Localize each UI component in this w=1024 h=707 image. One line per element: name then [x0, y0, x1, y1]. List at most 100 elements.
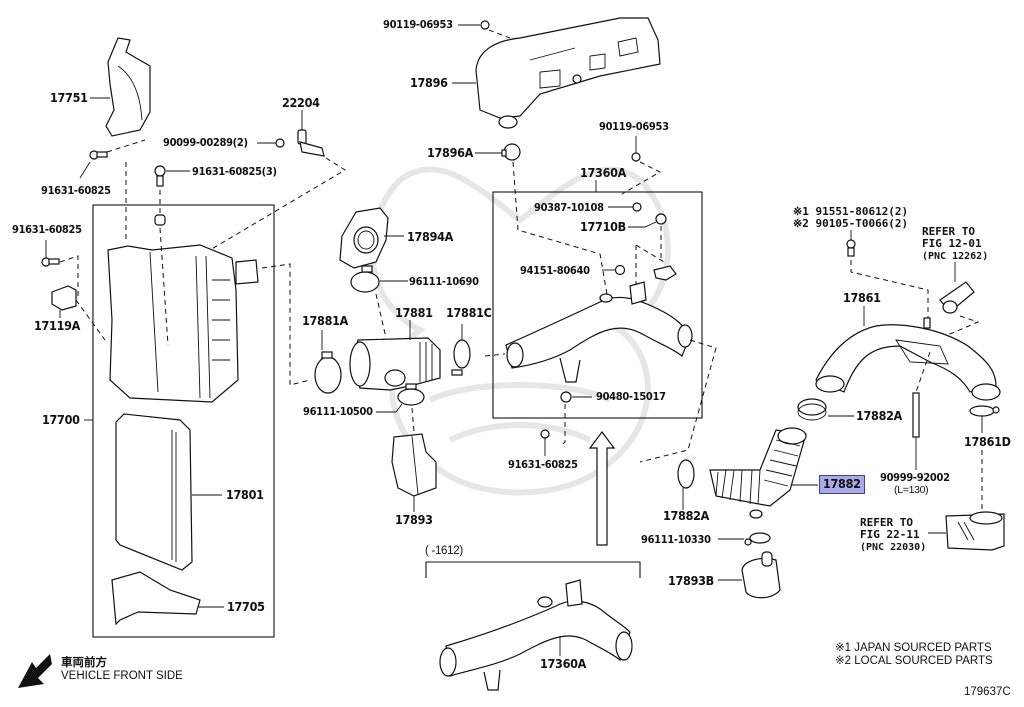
arrow-down-left-icon: [18, 654, 52, 688]
part-17801-filter-element[interactable]: [115, 413, 193, 571]
bolt-90119-06953-b[interactable]: [631, 152, 641, 162]
label-17360A-bottom[interactable]: 17360A: [540, 656, 587, 671]
label-91631-60825-3[interactable]: 91631-60825(3): [192, 165, 277, 178]
part-17360A-pipe-upper[interactable]: [505, 281, 693, 383]
clamp-17881A[interactable]: [314, 351, 342, 394]
vehicle-front-en: VEHICLE FRONT SIDE: [61, 670, 183, 682]
part-17751-duct[interactable]: [105, 37, 151, 137]
part-17360A-pipe-lower[interactable]: [439, 579, 633, 691]
label-96111-10690[interactable]: 96111-10690: [409, 275, 479, 288]
legend-note-local: ※2 LOCAL SOURCED PARTS: [835, 655, 993, 667]
label-17893B[interactable]: 17893B: [668, 573, 714, 588]
label-17882-highlighted[interactable]: 17882: [819, 475, 865, 494]
nut-94151-80640[interactable]: [614, 264, 626, 276]
hose-ref-12-01[interactable]: [939, 281, 975, 314]
figure-code: 179637C: [964, 686, 1011, 698]
part-17705-tray[interactable]: [111, 571, 201, 626]
clamp-17882A-lower[interactable]: [677, 459, 695, 489]
part-17882-intake-hose[interactable]: [709, 427, 807, 519]
clamp-17881C[interactable]: [451, 339, 471, 376]
vehicle-front-jp: 車両前方: [61, 657, 107, 669]
watermark-emblem: [369, 166, 671, 496]
part-17700-case-upper[interactable]: [107, 244, 259, 403]
ref-line3: (PNC 12262): [922, 251, 989, 262]
label-17700[interactable]: 17700: [42, 412, 80, 427]
label-90119-06953-a[interactable]: 90119-06953: [383, 18, 453, 31]
label-90099-00289[interactable]: 90099-00289(2): [163, 136, 248, 149]
bolt-91631-60825-b[interactable]: [41, 257, 60, 267]
label-17882A-lower[interactable]: 17882A: [663, 508, 710, 523]
bolt-91631-60825-3[interactable]: [154, 165, 166, 187]
label-17705[interactable]: 17705: [227, 599, 265, 614]
grommet[interactable]: [154, 214, 166, 226]
label-17861D[interactable]: 17861D: [964, 434, 1011, 449]
label-17893[interactable]: 17893: [395, 512, 433, 527]
ref-line2: FIG 12-01: [922, 237, 982, 250]
part-17893-duct[interactable]: [391, 433, 437, 497]
bolt-90119-06953-a[interactable]: [480, 20, 490, 30]
label-note-90105-T0066[interactable]: ※2 90105-T0066(2): [793, 217, 909, 230]
part-17896-resonator[interactable]: [475, 17, 661, 119]
bolt-91631-60825-a[interactable]: [89, 150, 108, 160]
reference-fig-12-01[interactable]: REFER TO FIG 12-01 (PNC 12262): [922, 226, 988, 263]
screw-90099-00289[interactable]: [275, 138, 285, 148]
throttle-body-ref-22-11[interactable]: [945, 511, 1005, 551]
sensor-22204[interactable]: [297, 129, 325, 157]
label-17894A[interactable]: 17894A: [407, 229, 454, 244]
grommet-90480-15017[interactable]: [560, 391, 572, 403]
clamp-17882A-upper[interactable]: [797, 398, 827, 421]
label-90999-92002[interactable]: 90999-92002: [880, 471, 950, 484]
label-91631-60825-c[interactable]: 91631-60825: [508, 458, 578, 471]
label-90387-10108[interactable]: 90387-10108: [534, 201, 604, 214]
label-90119-06953-b[interactable]: 90119-06953: [599, 120, 669, 133]
reference-fig-22-11[interactable]: REFER TO FIG 22-11 (PNC 22030): [860, 517, 926, 554]
label-17896[interactable]: 17896: [410, 75, 448, 90]
ref-line3: (PNC 22030): [860, 542, 927, 553]
bolt-note-91551-90105[interactable]: [846, 239, 856, 257]
label-17360A-top[interactable]: 17360A: [580, 165, 627, 180]
part-17861-intake-pipe[interactable]: [815, 317, 1001, 401]
part-17881-throttle-duct[interactable]: [349, 337, 441, 391]
clamp-96111-10330[interactable]: [744, 532, 771, 546]
label-90480-15017[interactable]: 90480-15017: [596, 390, 666, 403]
label-91631-60825-b[interactable]: 91631-60825: [12, 223, 82, 236]
label-17881C[interactable]: 17881C: [446, 305, 492, 320]
clip-part[interactable]: [653, 265, 677, 281]
label-length-130: (L=130): [894, 484, 929, 496]
label-17882A-upper[interactable]: 17882A: [856, 408, 903, 423]
assembly-box-17360A: [492, 191, 703, 419]
label-17751[interactable]: 17751: [50, 90, 88, 105]
part-17896A-plug[interactable]: [498, 115, 521, 161]
bushing-17710B[interactable]: [655, 213, 667, 225]
bracket-17119A[interactable]: [51, 285, 77, 311]
clamp-17861D[interactable]: [969, 405, 1000, 417]
ref-line1: REFER TO: [922, 225, 975, 238]
label-17896A[interactable]: 17896A: [427, 145, 474, 160]
label-17881[interactable]: 17881: [395, 305, 433, 320]
label-17119A[interactable]: 17119A: [34, 318, 81, 333]
clamp-96111-10690[interactable]: [350, 265, 380, 293]
clamp-96111-10500[interactable]: [397, 383, 425, 406]
label-17801[interactable]: 17801: [226, 487, 264, 502]
label-22204[interactable]: 22204: [282, 95, 320, 110]
part-17894A-cover[interactable]: [339, 207, 389, 269]
label-17861[interactable]: 17861: [843, 290, 881, 305]
label-17710B[interactable]: 17710B: [580, 219, 626, 234]
vehicle-front-note: 車両前方 VEHICLE FRONT SIDE: [61, 657, 183, 683]
label-91631-60825-a[interactable]: 91631-60825: [41, 184, 111, 197]
legend-note-japan: ※1 JAPAN SOURCED PARTS: [835, 642, 992, 654]
label-96111-10330[interactable]: 96111-10330: [641, 533, 711, 546]
ref-line2: FIG 22-11: [860, 528, 920, 541]
bolt-90387-10108[interactable]: [632, 202, 642, 212]
label-94151-80640[interactable]: 94151-80640: [520, 264, 590, 277]
bolt-91631-60825-c[interactable]: [540, 429, 550, 439]
part-17893B-duct[interactable]: [741, 551, 781, 599]
assembly-direction-arrow: [588, 431, 616, 546]
label-17881A[interactable]: 17881A: [302, 313, 349, 328]
ref-line1: REFER TO: [860, 516, 913, 529]
rod-90999-92002[interactable]: [912, 392, 920, 438]
label-note-91551-80612[interactable]: ※1 91551-80612(2): [793, 205, 909, 218]
label-96111-10500[interactable]: 96111-10500: [303, 405, 373, 418]
